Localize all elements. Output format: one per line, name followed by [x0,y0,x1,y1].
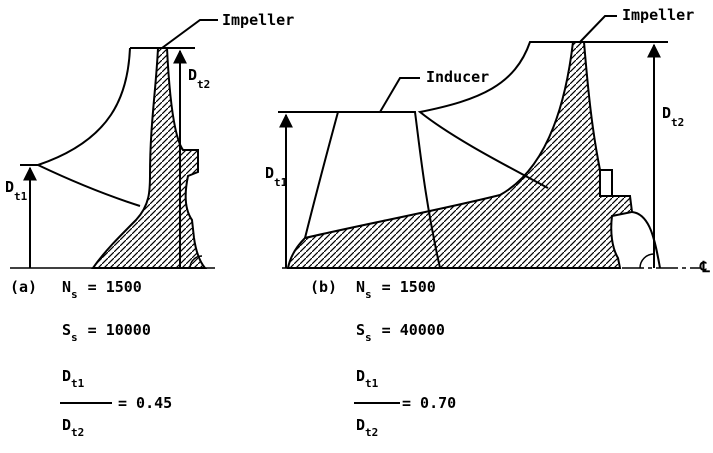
panel-b-ratio-num: Dt1 [356,367,379,390]
panel-b-base-arc [639,253,655,269]
panel-b-inducer-callout: Inducer [426,68,489,86]
panel-a-ratio: Dt1 Dt2 = 0.45 [60,367,172,439]
panel-b-ratio-den: Dt2 [356,416,378,439]
panel-b-drawing [278,15,700,269]
panel-a-drawing [10,19,218,269]
panel-a-ss: Ss= 10000 [62,321,151,344]
panel-a-ratio-den: Dt2 [62,416,84,439]
panel-b-collar [600,169,613,196]
panel-b-ratio: Dt1 Dt2 = 0.70 [354,367,456,439]
panel-b-dt2-label: Dt2 [662,104,684,129]
centerline-symbol: ℄ [699,258,710,276]
panel-a-dt2-label: Dt2 [188,66,210,91]
panel-a-label: (a) [10,278,37,296]
panel-a-ns: Ns= 1500 [62,278,142,301]
panel-a-ratio-value: = 0.45 [118,394,172,412]
panel-b-dt1-label: Dt1 [265,164,288,189]
panel-b-hub-section [286,41,634,269]
panel-b-ss: Ss= 40000 [356,321,445,344]
panel-b-impeller-blade [417,41,573,189]
panel-a-base-arc [189,255,203,269]
panel-b-wear-ring [631,211,661,269]
panel-b-impeller-leader [579,15,617,43]
panel-b-ratio-value: = 0.70 [402,394,456,412]
panel-b-inducer-leader [379,77,420,113]
panel-a-dt1-label: Dt1 [5,178,28,203]
panel-b-ns: Ns= 1500 [356,278,436,301]
panel-a-impeller-callout: Impeller [222,11,294,29]
panel-b-impeller-callout: Impeller [622,6,694,24]
panel-b-inducer-blade [304,111,441,269]
panel-a-impeller-leader [161,19,218,49]
panel-b-label: (b) [310,278,337,296]
panel-a-impeller-blade [35,47,158,207]
panel-a-ratio-num: Dt1 [62,367,85,390]
